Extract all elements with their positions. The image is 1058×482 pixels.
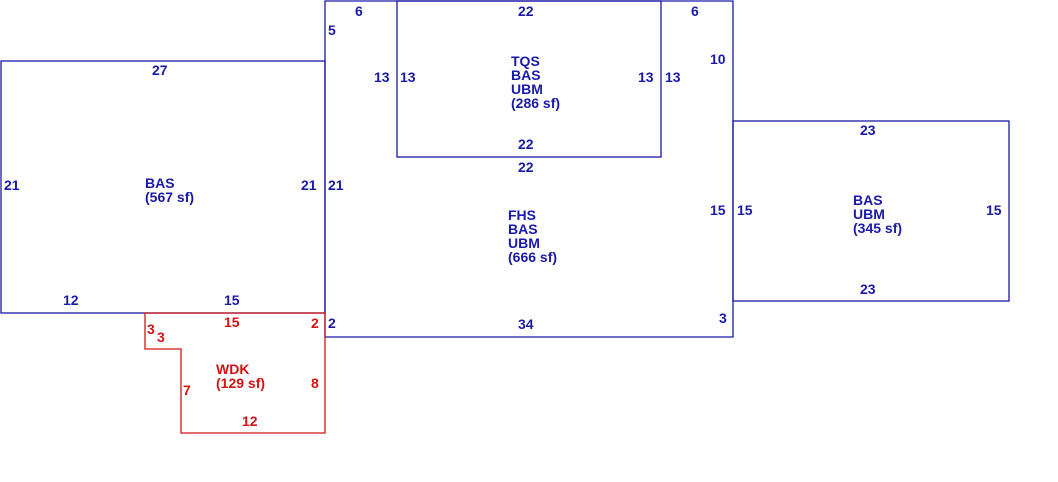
dimension-labels-deck: 15 3 3 2 7 8 12 (147, 314, 319, 429)
right-bas-room (732, 120, 1010, 302)
area-size: (567 sf) (145, 189, 194, 205)
area-code: FHS (508, 207, 536, 223)
area-label-right-bas: BAS UBM (345 sf) (853, 192, 902, 236)
area-code: BAS (145, 175, 175, 191)
dimension-label: 34 (518, 316, 534, 332)
dimension-label: 15 (224, 314, 240, 330)
area-code: BAS (853, 192, 883, 208)
deck-wdk-outline (144, 312, 326, 434)
dimension-labels-top: 22 13 13 13 13 22 (374, 3, 681, 152)
dimension-label: 21 (301, 177, 317, 193)
dimension-label: 8 (311, 375, 319, 391)
dimension-label: 10 (710, 51, 726, 67)
dimension-label: 22 (518, 136, 534, 152)
dimension-label: 23 (860, 281, 876, 297)
area-size: (286 sf) (511, 95, 560, 111)
area-label-left-bas: BAS (567 sf) (145, 175, 194, 205)
dimension-label: 22 (518, 159, 534, 175)
dimension-labels-right: 23 15 15 23 (737, 122, 1002, 297)
dimension-label: 23 (860, 122, 876, 138)
dimension-labels-center: 6 6 5 10 22 21 15 34 2 3 (328, 3, 727, 332)
dimension-label: 3 (147, 321, 155, 337)
dimension-label: 15 (710, 202, 726, 218)
area-code: UBM (853, 206, 885, 222)
area-code: BAS (508, 221, 538, 237)
dimension-labels-left: 27 21 21 12 15 (4, 62, 317, 308)
dimension-label: 3 (157, 329, 165, 345)
dimension-label: 15 (737, 202, 753, 218)
top-tqs-room (396, 0, 662, 158)
area-code: TQS (511, 53, 540, 69)
area-label-center-fhs: FHS BAS UBM (666 sf) (508, 207, 557, 265)
dimension-label: 22 (518, 3, 534, 19)
dimension-label: 2 (311, 315, 319, 331)
dimension-label: 13 (400, 69, 416, 85)
building-outline (0, 0, 1010, 338)
dimension-label: 15 (986, 202, 1002, 218)
dimension-label: 13 (374, 69, 390, 85)
dimension-label: 21 (4, 177, 20, 193)
dimension-label: 5 (328, 22, 336, 38)
dimension-label: 12 (242, 413, 258, 429)
dimension-label: 12 (63, 292, 79, 308)
dimension-label: 2 (328, 315, 336, 331)
dimension-label: 7 (183, 382, 191, 398)
area-size: (129 sf) (216, 375, 265, 391)
dimension-label: 27 (152, 62, 168, 78)
dimension-label: 6 (691, 3, 699, 19)
dimension-label: 13 (638, 69, 654, 85)
dimension-label: 3 (719, 310, 727, 326)
area-size: (666 sf) (508, 249, 557, 265)
area-code: UBM (508, 235, 540, 251)
dimension-label: 13 (665, 69, 681, 85)
dimension-label: 15 (224, 292, 240, 308)
area-label-deck-wdk: WDK (129 sf) (216, 361, 265, 391)
area-code: BAS (511, 67, 541, 83)
area-size: (345 sf) (853, 220, 902, 236)
dimension-label: 21 (328, 177, 344, 193)
area-label-top-tqs: TQS BAS UBM (286 sf) (511, 53, 560, 111)
area-code: UBM (511, 81, 543, 97)
area-code: WDK (216, 361, 249, 377)
dimension-label: 6 (355, 3, 363, 19)
